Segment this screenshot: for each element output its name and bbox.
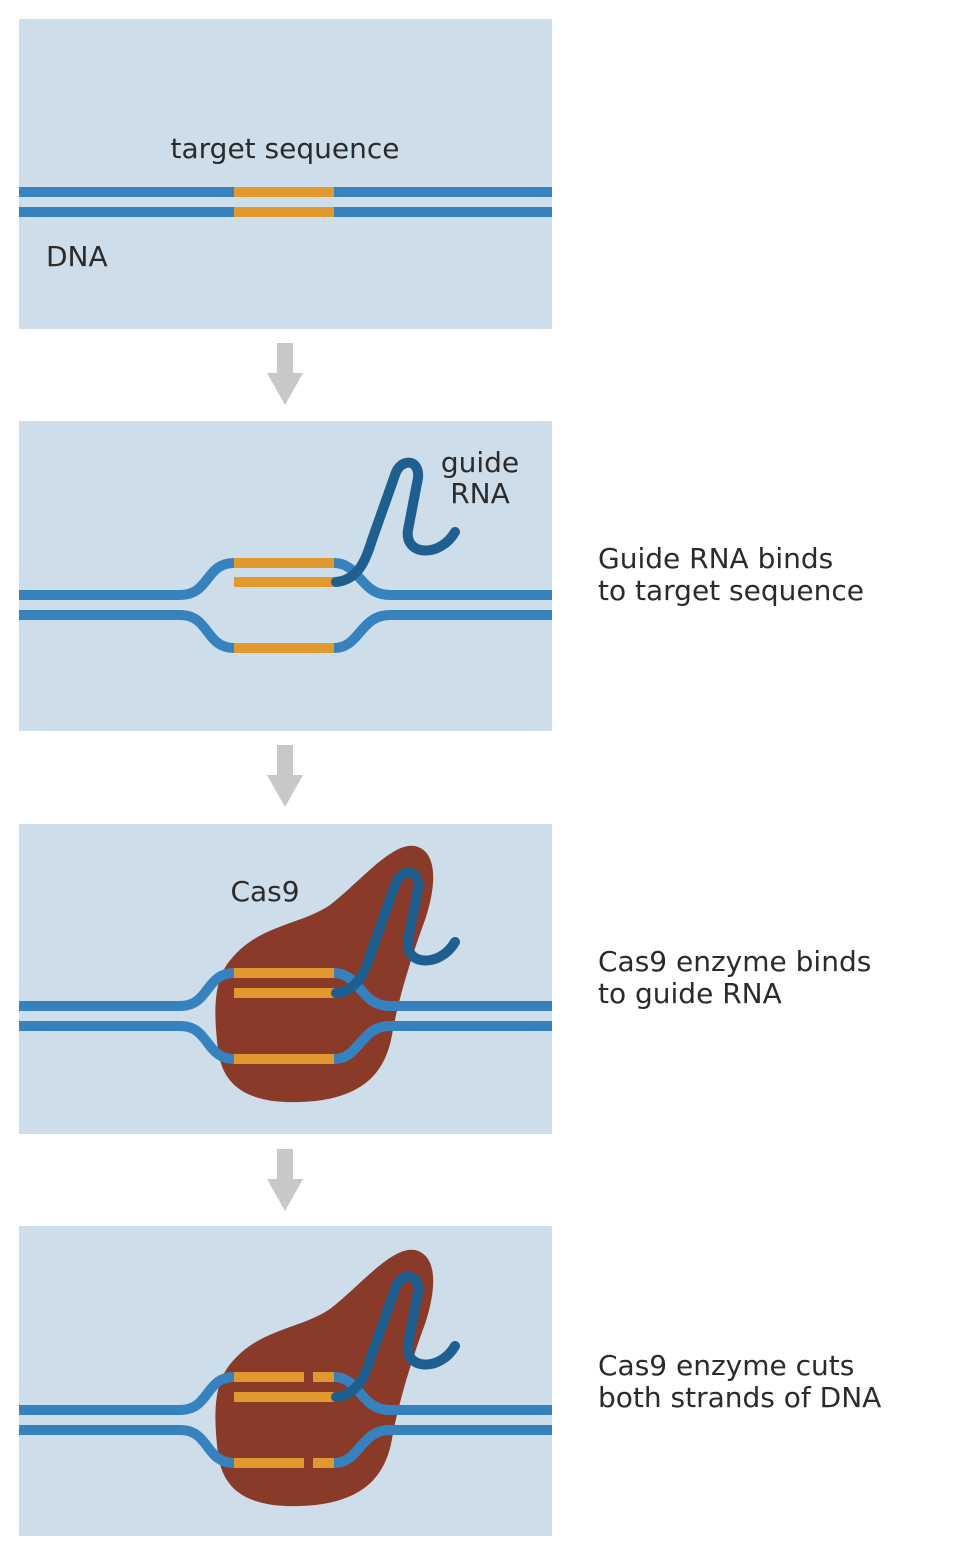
panel-dna-target: target sequence DNA <box>19 19 552 329</box>
guide-rna-strand <box>331 867 460 998</box>
guide-rna-label-line2: RNA <box>450 477 510 510</box>
dna-double-strand <box>19 187 552 217</box>
guide-rna <box>234 1271 460 1402</box>
panel-background <box>19 421 552 731</box>
dna-double-strand-open <box>19 558 552 653</box>
dna-bottom-strand <box>19 1021 552 1064</box>
dna-bottom-strand <box>19 1425 552 1468</box>
step2-caption-line2: to target sequence <box>598 574 864 607</box>
dna-label: DNA <box>46 240 108 273</box>
dna-double-strand-cut <box>19 1372 552 1468</box>
down-arrow-icon <box>267 343 303 405</box>
down-arrow-icon <box>267 745 303 807</box>
panel-cas9-binds: Cas9 <box>19 824 552 1134</box>
panel-guide-rna-binds: guide RNA <box>19 421 552 731</box>
guide-rna <box>234 457 460 587</box>
dna-top-strand <box>19 968 552 1011</box>
step3-caption-line1: Cas9 enzyme binds <box>598 945 871 978</box>
dna-top-strand <box>19 1372 552 1415</box>
step3-caption-line2: to guide RNA <box>598 977 782 1010</box>
cas9-label: Cas9 <box>230 875 299 908</box>
guide-rna-strand <box>331 457 460 587</box>
panel-cas9-cuts <box>19 1226 552 1536</box>
guide-rna-strand <box>331 1271 460 1402</box>
step2-caption-line1: Guide RNA binds <box>598 542 833 575</box>
target-sequence-label: target sequence <box>171 132 400 165</box>
step4-caption-line2: both strands of DNA <box>598 1381 881 1414</box>
down-arrow-icon <box>267 1149 303 1211</box>
panel-background <box>19 19 552 329</box>
dna-double-strand-open <box>19 968 552 1064</box>
guide-rna <box>234 867 460 998</box>
dna-bottom-strand <box>19 610 552 653</box>
dna-top-strand <box>19 558 552 600</box>
step4-caption-line1: Cas9 enzyme cuts <box>598 1349 854 1382</box>
guide-rna-label-line1: guide <box>441 446 519 479</box>
